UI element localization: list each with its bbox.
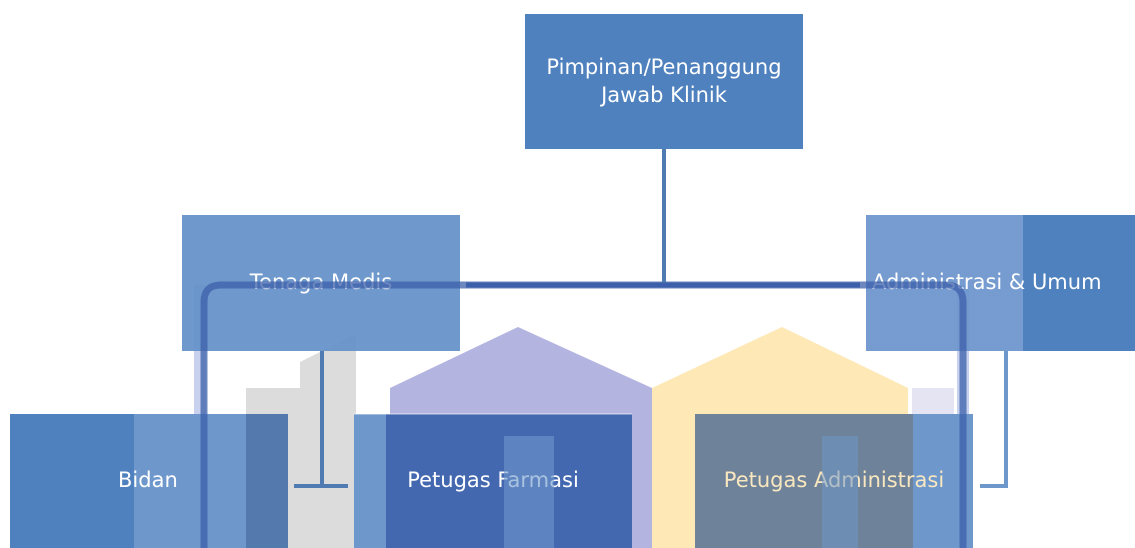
node-petugas-administrasi-label: Petugas Administrasi [723, 468, 945, 493]
node-administrasi-umum-label: Administrasi & Umum [872, 270, 1102, 295]
node-tenaga-medis-label: Tenaga Medis [249, 270, 393, 295]
node-petugas-farmasi: Petugas Farmasi [354, 414, 632, 548]
node-petugas-farmasi-label: Petugas Farmasi [407, 468, 579, 493]
node-administrasi-umum: Administrasi & Umum [866, 215, 1135, 351]
node-bidan-label: Bidan [118, 468, 178, 493]
node-bidan: Bidan [10, 414, 288, 548]
node-head-label: Pimpinan/Penanggung Jawab Klinik [546, 54, 782, 107]
node-petugas-administrasi: Petugas Administrasi [695, 414, 973, 548]
node-head: Pimpinan/Penanggung Jawab Klinik [525, 14, 803, 149]
node-tenaga-medis: Tenaga Medis [182, 215, 460, 351]
